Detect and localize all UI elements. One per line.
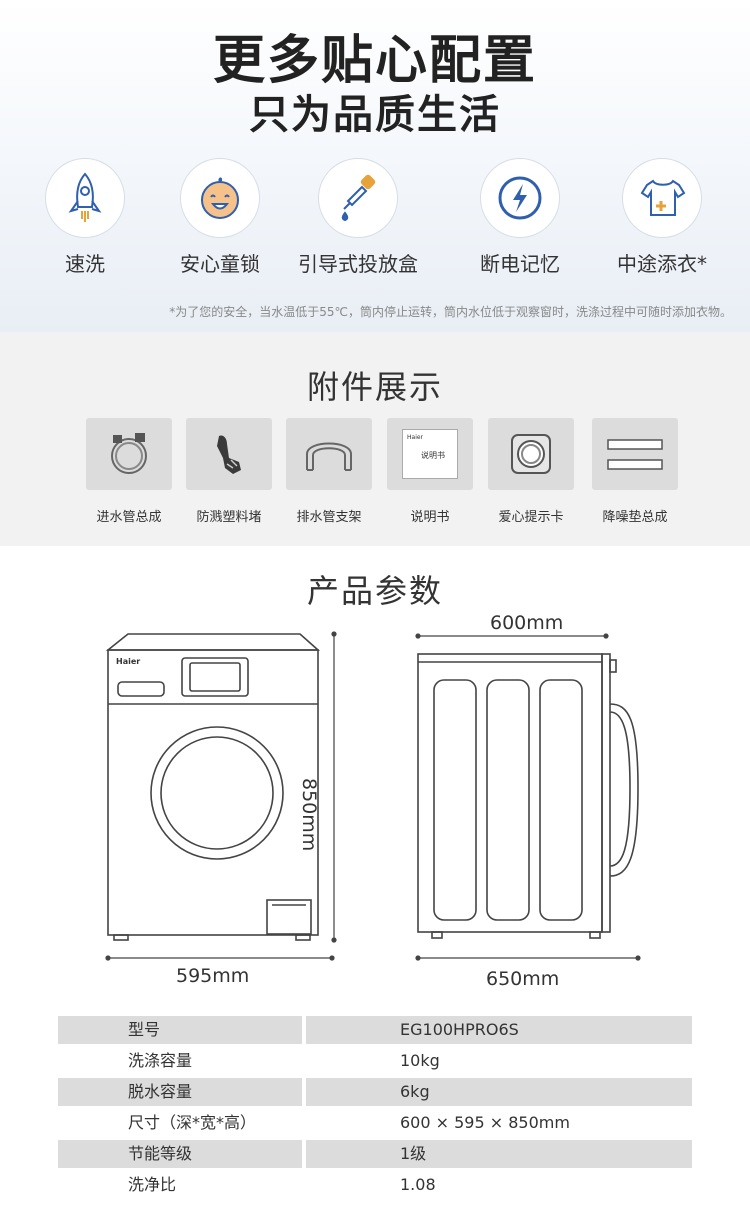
side-view-drawing (415, 633, 641, 961)
table-row: 节能等级 1级 (58, 1140, 692, 1171)
depth-bottom-dimension-label: 650mm (486, 968, 560, 990)
accessory-item: 进水管总成 (86, 418, 172, 525)
accessory-label: 排水管支架 (296, 510, 362, 525)
spec-key: 尺寸（深*宽*高） (128, 1113, 257, 1132)
dropper-icon (318, 158, 398, 238)
height-dimension-label: 850mm (298, 778, 320, 852)
add-shirt-icon (622, 158, 702, 238)
spec-key: 洗涤容量 (128, 1051, 193, 1070)
spec-key: 型号 (58, 1016, 302, 1044)
spec-key: 脱水容量 (58, 1078, 302, 1106)
manual-text: 说明书 (421, 451, 445, 460)
table-row: 脱水容量 6kg (58, 1078, 692, 1109)
spec-value: 600 × 595 × 850mm (400, 1113, 570, 1132)
feature-child-lock: 安心童锁 (160, 158, 280, 277)
feature-power-memory: 断电记忆 (460, 158, 580, 277)
accessories-section: 附件展示 进水管总成 防溅塑料堵 (0, 332, 750, 546)
accessory-label: 防溅塑料堵 (196, 510, 262, 525)
rocket-icon (45, 158, 125, 238)
accessory-item: Haier 说明书 说明书 (387, 418, 473, 525)
depth-top-dimension-label: 600mm (490, 612, 564, 634)
spec-key: 洗净比 (128, 1175, 177, 1194)
spec-value: 10kg (400, 1051, 440, 1070)
accessory-item: 排水管支架 (286, 418, 372, 525)
drain-bracket-icon (286, 418, 372, 490)
specs-table: 型号 EG100HPRO6S 洗涤容量 10kg 脱水容量 6kg 尺寸（深*宽… (58, 1016, 692, 1202)
dimensions-title: 产品参数 (306, 572, 443, 610)
accessory-item: 降噪垫总成 (592, 418, 678, 525)
features-note: *为了您的安全，当水温低于55℃，筒内停止运转，筒内水位低于观察窗时，洗涤过程中… (169, 305, 732, 319)
page-subtitle: 只为品质生活 (249, 92, 501, 138)
front-view-drawing (105, 631, 337, 961)
feature-label: 安心童锁 (180, 252, 260, 276)
table-row: 洗净比 1.08 (58, 1171, 692, 1202)
water-hose-icon (86, 418, 172, 490)
accessories-title: 附件展示 (306, 368, 443, 406)
feature-label: 速洗 (65, 252, 105, 276)
power-bolt-icon (480, 158, 560, 238)
accessory-label: 说明书 (410, 510, 450, 525)
baby-face-icon (180, 158, 260, 238)
plastic-plug-icon (186, 418, 272, 490)
feature-dispenser: 引导式投放盒 (298, 158, 418, 277)
table-row: 尺寸（深*宽*高） 600 × 595 × 850mm (58, 1109, 692, 1140)
page-title: 更多贴心配置 (212, 31, 537, 91)
feature-label: 中途添衣* (617, 252, 707, 276)
front-brand: Haier (116, 657, 141, 666)
table-row: 洗涤容量 10kg (58, 1047, 692, 1078)
spec-key: 节能等级 (58, 1140, 302, 1168)
table-row: 型号 EG100HPRO6S (58, 1016, 692, 1047)
accessory-item: 防溅塑料堵 (186, 418, 272, 525)
spec-value: 6kg (306, 1078, 692, 1106)
spec-value: 1级 (306, 1140, 692, 1168)
feature-label: 引导式投放盒 (298, 252, 418, 276)
accessory-label: 爱心提示卡 (498, 510, 564, 525)
feature-add-clothes: 中途添衣* (602, 158, 722, 277)
noise-pad-icon (592, 418, 678, 490)
accessory-label: 进水管总成 (96, 510, 162, 525)
tip-card-icon (488, 418, 574, 490)
accessory-label: 降噪垫总成 (602, 510, 668, 525)
accessory-item: 爱心提示卡 (488, 418, 574, 525)
feature-quick-wash: 速洗 (25, 158, 145, 277)
spec-value: EG100HPRO6S (306, 1016, 692, 1044)
manual-brand: Haier (407, 434, 424, 441)
manual-icon: Haier 说明书 (387, 418, 473, 490)
feature-label: 断电记忆 (480, 252, 560, 276)
features-section: 更多贴心配置 只为品质生活 速洗 安心童锁 (0, 0, 750, 332)
spec-value: 1.08 (400, 1175, 436, 1194)
width-dimension-label: 595mm (176, 965, 250, 987)
